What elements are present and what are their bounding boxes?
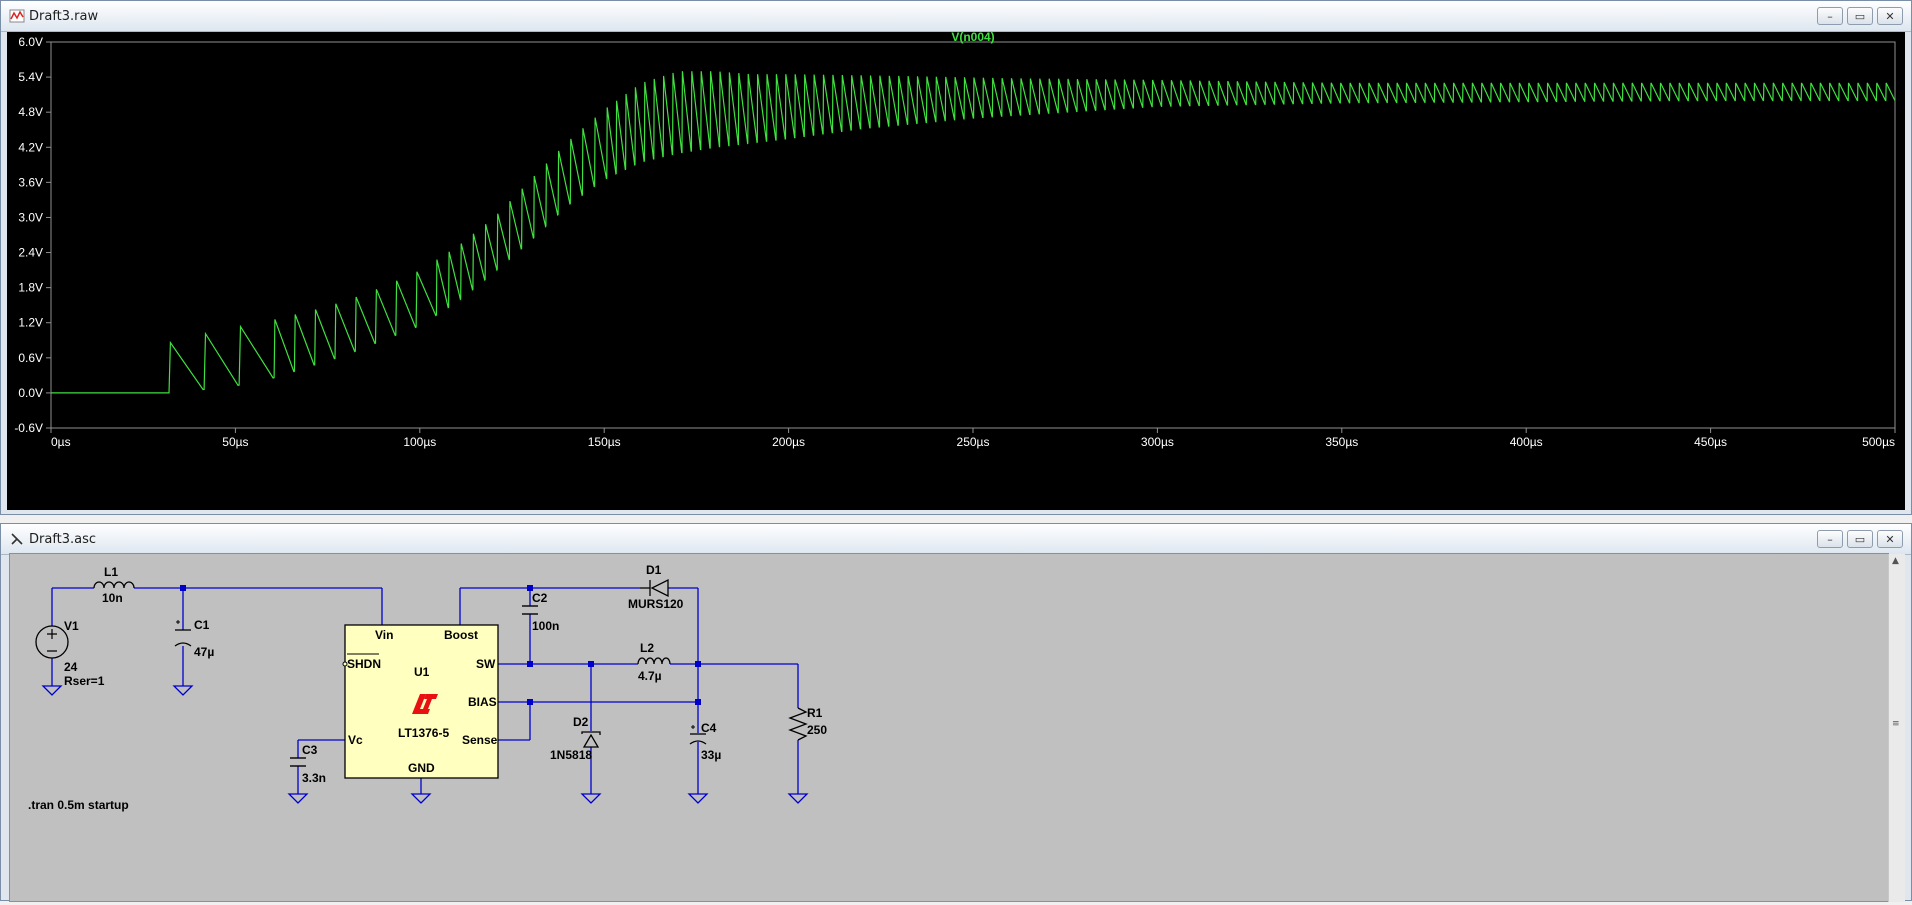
pin-vin: Vin (375, 628, 393, 642)
y-tick-label[interactable]: 1.2V (18, 316, 43, 330)
x-tick-label[interactable]: 500µs (1862, 435, 1895, 449)
waveform-app-icon (9, 9, 25, 23)
trace-group (51, 71, 1896, 394)
C4-name: C4 (701, 721, 717, 735)
V1-rser: Rser=1 (64, 674, 105, 688)
R1-name: R1 (807, 706, 823, 720)
minimize-button[interactable]: – (1817, 530, 1843, 548)
inductor-L1[interactable] (93, 581, 135, 589)
y-tick-label[interactable]: 2.4V (18, 246, 43, 260)
y-tick-label[interactable]: 3.6V (18, 175, 43, 189)
U1-name: U1 (414, 665, 430, 679)
U1-part: LT1376-5 (398, 726, 449, 740)
D1-value: MURS120 (628, 597, 684, 611)
trace-label[interactable]: V(n004) (951, 30, 994, 44)
waveform-window: Draft3.raw – ▭ ✕ V(n004) 6.0V 5.4V 4.8V 4.2… (0, 0, 1912, 515)
schematic-drawing[interactable]: L1 10n V1 24 Rser=1 C1 47µ Vin Boost (10, 554, 1872, 901)
schematic-canvas[interactable]: L1 10n V1 24 Rser=1 C1 47µ Vin Boost (9, 553, 1889, 902)
C3-name: C3 (302, 743, 318, 757)
pin-bias: BIAS (468, 695, 497, 709)
L2-value: 4.7µ (638, 669, 662, 683)
close-button[interactable]: ✕ (1877, 530, 1903, 548)
x-tick-label[interactable]: 300µs (1141, 435, 1174, 449)
capacitor-C3[interactable] (290, 757, 306, 767)
waveform-titlebar[interactable]: Draft3.raw – ▭ ✕ (1, 1, 1911, 32)
pin-sw: SW (476, 657, 496, 671)
D2-value: 1N5818 (550, 748, 592, 762)
scroll-grip-icon[interactable]: ≡ (1892, 719, 1900, 729)
D2-name: D2 (573, 715, 589, 729)
x-tick-label[interactable]: 100µs (403, 435, 436, 449)
schematic-titlebar[interactable]: Draft3.asc – ▭ ✕ (1, 524, 1911, 555)
waveform-plot-area[interactable]: V(n004) 6.0V 5.4V 4.8V 4.2V 3.6V 3.0V 2.4V 1.8V… (7, 30, 1905, 510)
capacitor-C1[interactable] (174, 620, 192, 647)
y-tick-label[interactable]: 4.8V (18, 105, 43, 119)
pin-sense: Sense (462, 733, 498, 747)
resistor-R1[interactable] (788, 707, 808, 741)
x-tick-label[interactable]: 50µs (222, 435, 248, 449)
C1-value: 47µ (194, 645, 214, 659)
scroll-up-icon[interactable]: ▲ (1892, 556, 1899, 566)
y-tick-label[interactable]: -0.6V (14, 421, 43, 435)
restore-button[interactable]: ▭ (1847, 7, 1873, 25)
V1-value: 24 (64, 660, 78, 674)
minimize-button[interactable]: – (1817, 7, 1843, 25)
C3-value: 3.3n (302, 771, 326, 785)
pin-gnd: GND (408, 761, 435, 775)
y-tick-label[interactable]: 0.0V (18, 386, 43, 400)
y-tick-label[interactable]: 5.4V (18, 70, 43, 84)
x-tick-label[interactable]: 150µs (588, 435, 621, 449)
waveform-chart[interactable]: V(n004) 6.0V 5.4V 4.8V 4.2V 3.6V 3.0V 2.4V 1.8V… (7, 30, 1905, 510)
x-tick-label[interactable]: 350µs (1325, 435, 1358, 449)
x-tick-label[interactable]: 250µs (957, 435, 990, 449)
diode-D1[interactable] (640, 578, 669, 598)
L1-value: 10n (102, 591, 123, 605)
pin-vc: Vc (348, 733, 363, 747)
C2-value: 100n (532, 619, 559, 633)
junction-dots (180, 585, 701, 705)
L2-name: L2 (640, 641, 654, 655)
spice-directive[interactable]: .tran 0.5m startup (28, 798, 129, 812)
R1-value: 250 (807, 723, 827, 737)
axis-ticks: 6.0V 5.4V 4.8V 4.2V 3.6V 3.0V 2.4V 1.8V 1.2V 0.6V… (14, 35, 1896, 449)
y-tick-label[interactable]: 0.6V (18, 351, 43, 365)
waveform-window-title: Draft3.raw (29, 9, 99, 24)
plot-frame (50, 41, 1896, 429)
diode-D2[interactable] (581, 731, 601, 748)
x-tick-label[interactable]: 200µs (772, 435, 805, 449)
D1-name: D1 (646, 563, 662, 577)
pin-boost: Boost (444, 628, 478, 642)
V1-name: V1 (64, 619, 79, 633)
C2-name: C2 (532, 591, 548, 605)
y-tick-label[interactable]: 4.2V (18, 140, 43, 154)
schematic-window-title: Draft3.asc (29, 532, 97, 547)
x-tick-label[interactable]: 400µs (1510, 435, 1543, 449)
x-tick-label[interactable]: 0µs (51, 435, 71, 449)
y-tick-label[interactable]: 3.0V (18, 210, 43, 224)
restore-button[interactable]: ▭ (1847, 530, 1873, 548)
inductor-L2[interactable] (637, 657, 671, 665)
close-button[interactable]: ✕ (1877, 7, 1903, 25)
capacitor-C4[interactable] (689, 725, 707, 745)
L1-name: L1 (104, 565, 118, 579)
y-tick-label[interactable]: 6.0V (18, 35, 43, 49)
capacitor-C2[interactable] (522, 605, 538, 615)
voltage-source-V1[interactable] (35, 625, 69, 659)
schematic-vertical-scrollbar[interactable]: ▲ ≡ (1888, 554, 1905, 902)
schematic-window: Draft3.asc – ▭ ✕ (0, 523, 1912, 902)
C4-value: 33µ (701, 748, 721, 762)
lt-logo-icon (412, 694, 438, 714)
schematic-app-icon (11, 533, 23, 545)
C1-name: C1 (194, 618, 210, 632)
y-tick-label[interactable]: 1.8V (18, 281, 43, 295)
pin-shdn: SHDN (347, 657, 381, 671)
trace-V-n004[interactable] (51, 71, 1896, 394)
ground-symbols (41, 685, 809, 804)
shdn-pin-dot (342, 661, 348, 667)
x-tick-label[interactable]: 450µs (1694, 435, 1727, 449)
